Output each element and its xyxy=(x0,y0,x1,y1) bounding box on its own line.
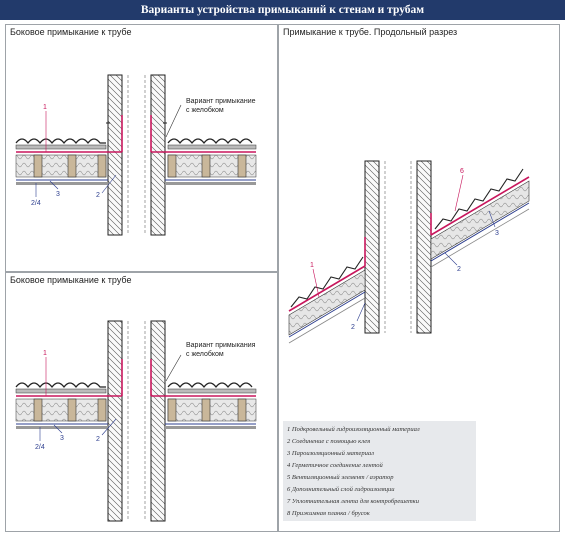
callout-line-1: Вариант примыкание xyxy=(186,98,256,105)
panel-title: Примыкание к трубе. Продольный разрез xyxy=(283,27,458,37)
legend-item: 7 Уплотнительная лента для контробрешетк… xyxy=(287,498,419,505)
label-3: 3 xyxy=(56,191,60,198)
legend-item: 1 Подкровельный гидроизоляционный матери… xyxy=(287,426,420,433)
legend-item: 6 Дополнительный слой гидроизоляции xyxy=(287,486,395,493)
legend-item: 5 Вентиляционный элемент / аэратор xyxy=(287,474,394,481)
label-3: 3 xyxy=(495,230,499,237)
label-2-upper: 2 xyxy=(457,266,461,273)
legend-item: 8 Прижимная планка / брусок xyxy=(287,510,370,517)
label-6: 6 xyxy=(460,168,464,175)
label-2-4: 2/4 xyxy=(31,200,41,207)
label-1: 1 xyxy=(310,262,314,269)
label-1: 1 xyxy=(43,350,47,357)
label-2-lower: 2 xyxy=(351,324,355,331)
panel-longitudinal-section: Примыкание к трубе. Продольный разрез xyxy=(278,24,560,532)
label-2-4: 2/4 xyxy=(35,444,45,451)
panel-title: Боковое примыкание к трубе xyxy=(10,275,132,285)
panel-side-abutment-top: Боковое примыкание к трубе xyxy=(5,24,278,272)
legend-item: 3 Пароизоляционный материал xyxy=(287,450,375,457)
legend-item: 4 Герметичное соединение лентой xyxy=(287,462,383,469)
callout-line-2: с желобком xyxy=(186,350,224,358)
panel-title: Боковое примыкание к трубе xyxy=(10,27,132,37)
callout-line-1: Вариант примыкания xyxy=(186,342,256,349)
label-2: 2 xyxy=(96,436,100,443)
label-3: 3 xyxy=(60,435,64,442)
page-header: Варианты устройства примыканий к стенам … xyxy=(0,0,565,20)
label-2: 2 xyxy=(96,192,100,199)
longitudinal-section-drawing: 1 2 3 2 6 xyxy=(288,160,530,344)
side-abutment-drawing-top: Вариант примыкание с желобком 1 2 3 2/4 xyxy=(15,74,257,236)
legend: 1 Подкровельный гидроизоляционный матери… xyxy=(283,421,476,521)
callout-line-2: с желобком xyxy=(186,106,224,114)
side-abutment-drawing-bottom: Вариант примыкания с желобком 1 2 3 2/4 xyxy=(15,320,257,522)
label-1: 1 xyxy=(43,104,47,111)
panel-side-abutment-bottom: Боковое примыкание к трубе Вариант примы… xyxy=(5,272,278,532)
legend-item: 2 Соединение с помощью клея xyxy=(287,438,371,445)
